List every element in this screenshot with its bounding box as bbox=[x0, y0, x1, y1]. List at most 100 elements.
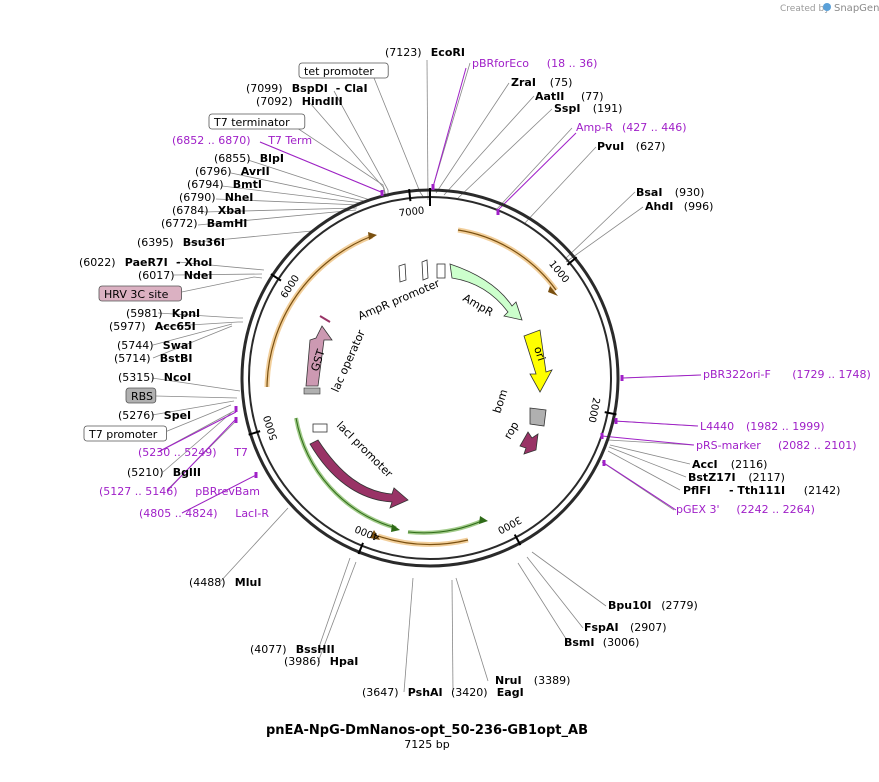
primer-label: (6852 .. 6870)T7 Term bbox=[172, 134, 312, 147]
label-position: (2779) bbox=[661, 599, 698, 612]
label-box bbox=[83, 425, 167, 442]
tick-mark bbox=[270, 273, 282, 282]
primer-label: pRS-marker(2082 .. 2101) bbox=[696, 439, 857, 452]
label-name: T7 Term bbox=[267, 134, 312, 147]
label-position: (6022) bbox=[79, 256, 116, 269]
label-position: (5230 .. 5249) bbox=[138, 446, 217, 459]
arrowhead-green-bottom bbox=[479, 516, 488, 524]
primer-label: pBR322ori-F(1729 .. 1748) bbox=[703, 368, 871, 381]
site-label: ZraI(75) bbox=[511, 76, 572, 89]
ori-feature-arrow bbox=[523, 329, 553, 393]
label-position: (6855) bbox=[214, 152, 251, 165]
label-name: PflFI bbox=[683, 484, 711, 497]
ori-label: ori bbox=[531, 345, 548, 363]
credit-brand: SnapGene bbox=[834, 3, 879, 14]
label-position: (5981) bbox=[126, 307, 163, 320]
label-position: (75) bbox=[550, 76, 573, 89]
label-position: (2082 .. 2101) bbox=[778, 439, 857, 452]
label-name: BstBI bbox=[160, 352, 193, 365]
site-label: (7099)BspDI- ClaI bbox=[246, 82, 368, 95]
label-name: T7 promoter bbox=[88, 428, 158, 441]
hrv-site-mark bbox=[319, 315, 331, 323]
label-box bbox=[125, 387, 157, 404]
site-label: AccI(2116) bbox=[692, 458, 767, 471]
site-label: (6017) NdeI bbox=[138, 269, 212, 282]
site-label: (6772)BamHI bbox=[161, 217, 247, 230]
label-position: (6796) bbox=[195, 165, 232, 178]
primer-leader-lines bbox=[157, 67, 702, 514]
label-extra: - XhoI bbox=[176, 256, 212, 269]
feature-box-label: RBS bbox=[125, 387, 157, 404]
rop-feature-arrow bbox=[519, 431, 539, 455]
label-name: FspAI bbox=[584, 621, 619, 634]
feature-box-label: T7 terminator bbox=[208, 113, 306, 130]
primer-site-mark bbox=[620, 375, 624, 381]
label-name: Bsu36I bbox=[183, 236, 225, 249]
site-label: (5714)BstBI bbox=[114, 352, 192, 365]
primer-site-mark bbox=[234, 406, 238, 412]
label-name: BspDI bbox=[292, 82, 328, 95]
label-name: NheI bbox=[225, 191, 254, 204]
primer-site-mark bbox=[600, 433, 604, 439]
arrowhead-orange-left bbox=[368, 232, 377, 240]
feature-arc-green-left-core bbox=[295, 417, 397, 529]
label-extra: - Tth111I bbox=[729, 484, 785, 497]
label-name: BlpI bbox=[260, 152, 284, 165]
site-label: (6022)PaeR7I- XhoI bbox=[79, 256, 212, 269]
label-name: RBS bbox=[131, 390, 153, 403]
label-position: (77) bbox=[581, 90, 604, 103]
site-label: (5276)SpeI bbox=[118, 409, 191, 422]
label-name: pBR322ori-F bbox=[703, 368, 771, 381]
label-position: (3986) bbox=[284, 655, 321, 668]
rop-label: rop bbox=[501, 419, 521, 441]
site-label: PvuI(627) bbox=[597, 140, 665, 153]
tick-label: 7000 bbox=[398, 206, 425, 220]
primer-label: pGEX 3'(2242 .. 2264) bbox=[676, 503, 815, 516]
label-name: NdeI bbox=[184, 269, 213, 282]
t7-terminator-mark bbox=[421, 259, 429, 281]
tick-mark bbox=[248, 430, 261, 436]
label-name: Amp-R bbox=[576, 121, 613, 134]
label-name: AvrII bbox=[241, 165, 270, 178]
tick-mark bbox=[566, 256, 578, 266]
label-name: BstZ17I bbox=[688, 471, 736, 484]
label-position: (4077) bbox=[250, 643, 287, 656]
ampr-label: AmpR bbox=[461, 291, 496, 319]
position-ticks bbox=[248, 188, 617, 555]
backbone bbox=[240, 188, 620, 568]
label-name: BssHII bbox=[296, 643, 335, 656]
tick-label: 2000 bbox=[586, 396, 602, 423]
site-label: BsmI(3006) bbox=[564, 636, 639, 649]
site-label: AhdI(996) bbox=[645, 200, 713, 213]
primer-site-mark bbox=[614, 418, 618, 424]
label-name: pGEX 3' bbox=[676, 503, 720, 516]
site-label: (3647)PshAI bbox=[362, 686, 443, 699]
label-position: (4805 .. 4824) bbox=[139, 507, 218, 520]
label-name: Acc65I bbox=[155, 320, 196, 333]
site-label: Bpu10I(2779) bbox=[608, 599, 698, 612]
site-label: FspAI(2907) bbox=[584, 621, 667, 634]
feature-arc-green-bottom-core bbox=[407, 519, 485, 534]
site-label: (6790) NheI bbox=[179, 191, 253, 204]
label-name: PvuI bbox=[597, 140, 624, 153]
label-position: (5210) bbox=[127, 466, 164, 479]
label-position: (2142) bbox=[804, 484, 841, 497]
tick-label: 5000 bbox=[262, 414, 280, 442]
label-name: HRV 3C site bbox=[104, 288, 169, 301]
feature-layer bbox=[264, 227, 559, 547]
arrowhead-orange-bottom bbox=[370, 530, 380, 540]
credit-prefix: Created by bbox=[780, 4, 830, 14]
label-position: (6790) bbox=[179, 191, 216, 204]
label-name: LacI-R bbox=[235, 507, 269, 520]
label-box bbox=[98, 285, 182, 302]
site-label: (6794)BmtI bbox=[187, 178, 262, 191]
site-label: BsaI(930) bbox=[636, 186, 704, 199]
label-position: (6017) bbox=[138, 269, 175, 282]
label-name: T7 terminator bbox=[213, 116, 290, 129]
label-position: (930) bbox=[675, 186, 705, 199]
primer-site-mark bbox=[234, 417, 238, 423]
label-name: NruI bbox=[495, 674, 522, 687]
label-position: (996) bbox=[684, 200, 714, 213]
site-label: (5977)Acc65I bbox=[109, 320, 196, 333]
